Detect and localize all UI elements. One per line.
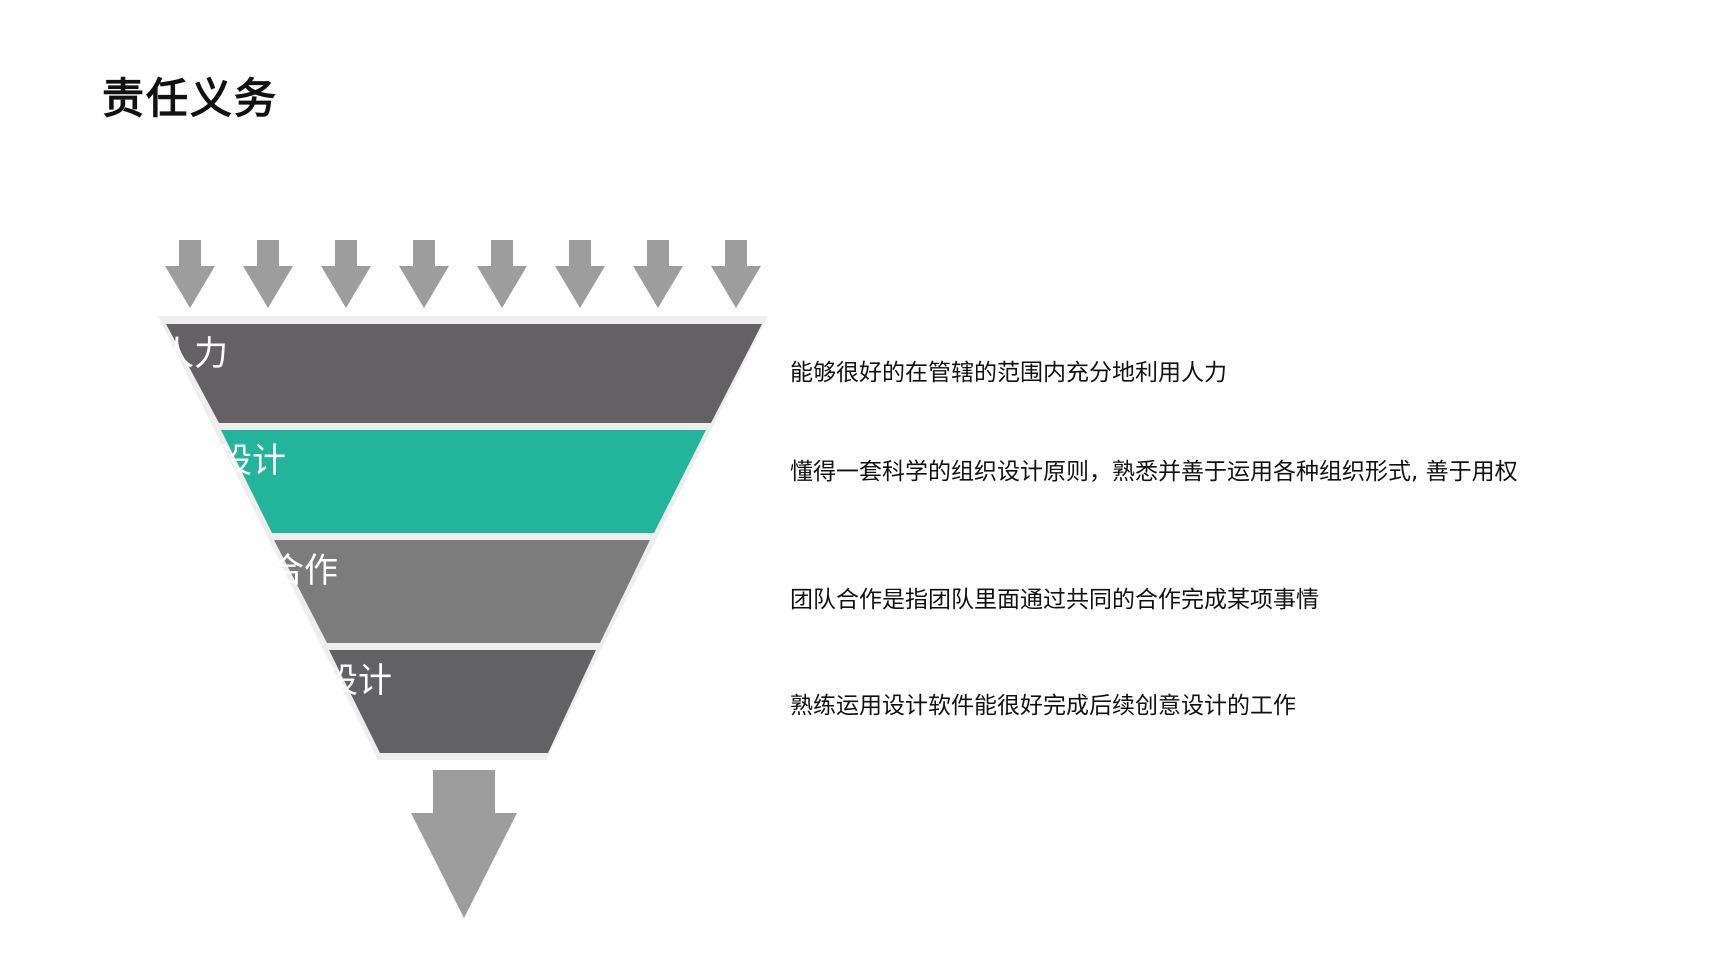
input-arrow-icon xyxy=(477,240,527,308)
description-4: 熟练运用设计软件能很好完成后续创意设计的工作 xyxy=(790,693,1296,719)
input-arrow-icon xyxy=(399,240,449,308)
funnel-layer-1 xyxy=(166,324,762,423)
input-arrow-icon xyxy=(321,240,371,308)
description-3: 团队合作是指团队里面通过共同的合作完成某项事情 xyxy=(790,587,1319,613)
input-arrow-icon xyxy=(165,240,215,308)
funnel-layer-2-label: 设计 xyxy=(218,441,286,481)
funnel-layers xyxy=(166,324,762,753)
input-arrow-icon xyxy=(711,240,761,308)
input-arrow-icon xyxy=(633,240,683,308)
input-arrow-icon xyxy=(243,240,293,308)
funnel-layer-1-label: 人力 xyxy=(160,334,228,374)
down-arrow-icon xyxy=(411,770,517,918)
funnel-outline xyxy=(158,316,768,760)
funnel-layer-4-label: 设计 xyxy=(324,661,392,701)
page-title: 责任义务 xyxy=(102,74,279,123)
description-2: 懂得一套科学的组织设计原则，熟悉并善于运用各种组织形式, 善于用权 xyxy=(790,459,1518,485)
funnel-layer-3-label: 合作 xyxy=(270,551,338,591)
funnel-layer-2 xyxy=(221,430,706,533)
input-arrow-icon xyxy=(555,240,605,308)
description-1: 能够很好的在管辖的范围内充分地利用人力 xyxy=(790,360,1227,386)
funnel-labels: 人力 设计 合作 设计 xyxy=(160,334,392,701)
funnel-layer-3 xyxy=(274,540,650,643)
funnel-layer-4 xyxy=(329,650,596,753)
input-arrows xyxy=(165,240,761,308)
